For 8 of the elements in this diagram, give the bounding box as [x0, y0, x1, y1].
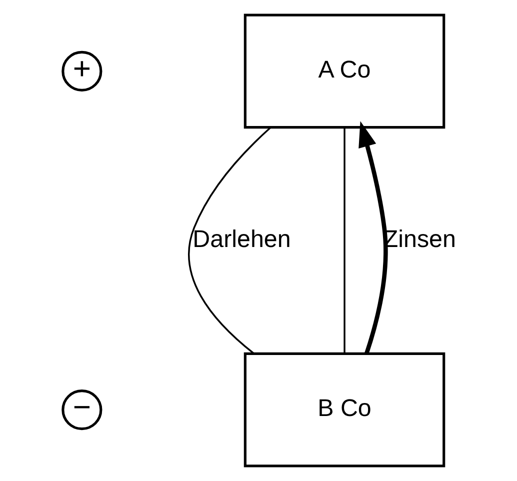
node-circle: − [61, 390, 102, 430]
connector [188, 127, 270, 354]
node-circle: + [61, 50, 102, 92]
node-box: A Co [243, 14, 445, 129]
node-box: B Co [243, 352, 445, 468]
connector [343, 128, 345, 354]
arrow [358, 121, 388, 354]
edge-label: Darlehen [192, 226, 290, 253]
